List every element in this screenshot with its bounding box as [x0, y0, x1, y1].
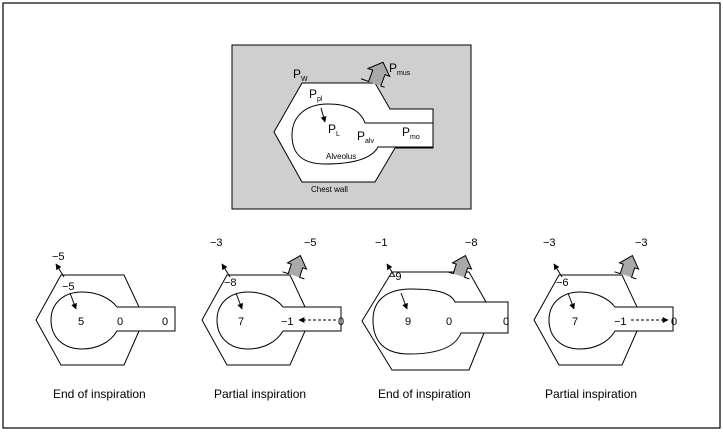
panel-caption: End of inspiration [53, 387, 146, 401]
label-p-l: PL [328, 122, 340, 138]
muscle-pressure-arrow [614, 254, 640, 280]
lung-pressure-value: 9 [405, 316, 411, 328]
label-p-alv: Palv [357, 129, 374, 145]
alveolar-pressure-value: 0 [117, 316, 123, 328]
pleural-pressure-value: −9 [389, 271, 402, 283]
label-chest-wall: Chest wall [311, 185, 348, 194]
label-alveolus: Alveolus [326, 152, 356, 161]
alveolus-shape [291, 103, 434, 165]
alveolus-shape [548, 291, 674, 350]
panel-caption: Partial inspiration [545, 387, 637, 401]
wall-pressure-value: −3 [543, 237, 556, 249]
lung-pressure-value: 7 [238, 316, 244, 328]
mouth-pressure-value: 0 [162, 316, 168, 328]
lung-pressure-value: 5 [78, 316, 84, 328]
muscle-pressure-value: −8 [465, 237, 478, 249]
muscle-pressure-arrow [282, 254, 308, 280]
panel-caption: Partial inspiration [214, 387, 306, 401]
wall-pressure-arrow [221, 263, 231, 278]
muscle-pressure-value: −3 [635, 237, 648, 249]
panel-caption: End of inspiration [378, 387, 471, 401]
pleural-arrow [400, 292, 408, 310]
alveolar-pressure-value: 0 [446, 316, 452, 328]
muscle-pressure-arrow [360, 61, 391, 88]
muscle-pressure-arrow [447, 254, 473, 280]
alveolus-shape [50, 291, 176, 350]
mouth-pressure-value: 0 [671, 316, 677, 328]
wall-pressure-arrow [55, 263, 65, 278]
alveolar-pressure-value-left: −1 [281, 316, 294, 328]
pleural-pressure-value: −8 [224, 277, 237, 289]
wall-pressure-value: −5 [52, 251, 65, 263]
pleural-arrow [69, 292, 77, 310]
alveolus-shape [216, 291, 342, 350]
mouth-pressure-value: 0 [503, 316, 509, 328]
alveolar-pressure-value-left: −1 [614, 316, 627, 328]
lung-pressure-value: 7 [572, 316, 578, 328]
mouth-pressure-value: 0 [338, 316, 344, 328]
pleural-arrow [567, 292, 575, 310]
muscle-pressure-value: −5 [304, 237, 317, 249]
label-p-pl: Ppl [309, 87, 323, 103]
label-p-w: PW [293, 67, 308, 83]
label-p-mus: Pmus [389, 61, 411, 77]
pleural-arrow [320, 107, 327, 123]
top-diagram: PW Pmus Ppl PL Palv Pmo Alveolus Chest w… [231, 44, 472, 210]
wall-pressure-arrow [553, 263, 563, 278]
pleural-pressure-value: −5 [62, 281, 75, 293]
wall-pressure-arrow [386, 263, 396, 278]
wall-pressure-value: −1 [375, 237, 388, 249]
wall-pressure-value: −3 [210, 237, 223, 249]
label-p-mo: Pmo [402, 125, 420, 141]
pleural-pressure-value: −6 [556, 277, 569, 289]
pleural-arrow [235, 292, 243, 310]
